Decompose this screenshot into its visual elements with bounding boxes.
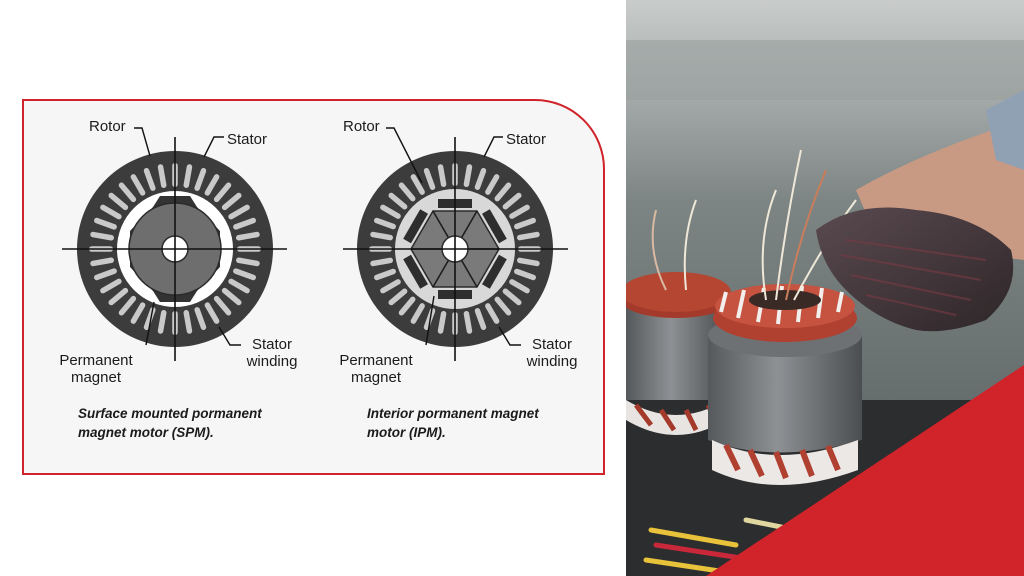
stator-slot bbox=[213, 295, 232, 316]
stator-slot bbox=[100, 204, 122, 220]
stator-slot bbox=[204, 174, 220, 196]
stator-slot bbox=[485, 303, 500, 324]
spm-caption: Surface mounted pormanent magnet motor (… bbox=[78, 406, 262, 440]
stator-slot bbox=[437, 164, 447, 187]
stator-slot bbox=[370, 231, 393, 241]
stator-slot bbox=[194, 168, 207, 191]
stator-slot bbox=[423, 308, 436, 330]
stator-slot bbox=[388, 192, 408, 210]
ipm-stator-label: Stator bbox=[506, 131, 547, 148]
photo-back-shelf bbox=[626, 40, 1024, 100]
stator-slot bbox=[514, 217, 536, 230]
stator-slot bbox=[194, 307, 207, 330]
stator-slot bbox=[474, 308, 487, 330]
spm-leader-rotor bbox=[134, 127, 151, 157]
stator-slot bbox=[485, 174, 500, 195]
stator-slot bbox=[494, 296, 512, 316]
stator-slot bbox=[183, 164, 193, 188]
stator-slot bbox=[130, 302, 146, 324]
ipm-caption: Interior pormanent magnet motor (IPM). bbox=[367, 406, 539, 440]
spm-stator-winding-label: Stator winding bbox=[246, 336, 298, 370]
stator-slot bbox=[509, 279, 530, 294]
motor-diagrams bbox=[62, 127, 568, 361]
stator-slot bbox=[517, 257, 540, 267]
spm-leader-stator bbox=[203, 136, 224, 158]
spm-rotor-label: Rotor bbox=[89, 118, 126, 135]
ipm-permanent-magnet-label: Permanent magnet bbox=[339, 352, 413, 386]
stator-slot bbox=[463, 311, 473, 334]
stator-slot bbox=[370, 257, 393, 267]
stator-slot bbox=[502, 288, 522, 306]
glove-knit-texture bbox=[840, 239, 987, 316]
stator-slot bbox=[183, 310, 193, 334]
ipm-leader-rotor bbox=[386, 127, 423, 184]
stator-slot bbox=[502, 192, 522, 210]
ipm-motor bbox=[343, 127, 568, 361]
stator-slot bbox=[221, 287, 242, 306]
stator-slot bbox=[517, 231, 540, 241]
gloved-hand bbox=[816, 207, 1014, 332]
stator-slot bbox=[398, 296, 416, 316]
ipm-leader-winding bbox=[498, 326, 521, 346]
stator-slot bbox=[94, 217, 117, 230]
stator-slot bbox=[233, 217, 256, 230]
stator-slot bbox=[118, 182, 137, 203]
stator-winding-photo bbox=[626, 0, 1024, 576]
stator-slot bbox=[514, 268, 536, 281]
stator-slot bbox=[130, 174, 146, 196]
front-stator bbox=[708, 284, 862, 485]
stator-slot bbox=[374, 268, 396, 281]
stator-slot bbox=[100, 278, 122, 294]
spm-leader-winding bbox=[218, 326, 241, 346]
stator-slot bbox=[374, 217, 396, 230]
stator-slot bbox=[228, 204, 250, 220]
ipm-stator-slots bbox=[369, 163, 541, 335]
red-accent-corner bbox=[706, 365, 1024, 576]
stator-slot bbox=[236, 231, 260, 241]
stator-slot bbox=[90, 257, 114, 267]
stator-slot bbox=[423, 168, 436, 190]
stator-slot bbox=[437, 311, 447, 334]
stator-slot bbox=[213, 182, 232, 203]
stator-slot bbox=[509, 204, 530, 219]
ipm-stator-winding-label: Stator winding bbox=[526, 336, 578, 370]
stator-slot bbox=[94, 268, 117, 281]
stator-slot bbox=[494, 182, 512, 202]
stator-slot bbox=[398, 182, 416, 202]
spm-stator-slots bbox=[89, 163, 261, 335]
spm-leader-magnet bbox=[145, 301, 155, 346]
stator-slot bbox=[463, 164, 473, 187]
lead-wires bbox=[651, 149, 857, 301]
stator-slot bbox=[157, 310, 167, 334]
stator-slot bbox=[143, 168, 156, 191]
stator-slot bbox=[108, 192, 129, 211]
stator-slot bbox=[236, 257, 260, 267]
stator-slot bbox=[228, 278, 250, 294]
spm-motor bbox=[62, 127, 287, 361]
stator-slot bbox=[410, 174, 425, 195]
spm-permanent-magnet-label: Permanent magnet bbox=[59, 352, 133, 386]
diagram-panel: Rotor Stator Permanent magnet Stator win… bbox=[22, 99, 605, 475]
stator-slot bbox=[388, 288, 408, 306]
stator-slot bbox=[380, 204, 401, 219]
ipm-leader-stator bbox=[483, 136, 503, 158]
stator-slot bbox=[474, 168, 487, 190]
stator-slot bbox=[90, 231, 114, 241]
stator-slot bbox=[233, 268, 256, 281]
sleeve bbox=[986, 90, 1024, 170]
stator-slot bbox=[380, 279, 401, 294]
stator-slot bbox=[108, 287, 129, 306]
stator-slot bbox=[410, 303, 425, 324]
stator-slot bbox=[204, 302, 220, 324]
spm-stator-label: Stator bbox=[227, 131, 268, 148]
ipm-leader-magnet bbox=[425, 295, 435, 346]
stator-slot bbox=[157, 164, 167, 188]
photo-illustration bbox=[626, 0, 1024, 576]
stator-slot bbox=[118, 295, 137, 316]
stator-slot bbox=[221, 192, 242, 211]
ipm-rotor-label: Rotor bbox=[343, 118, 380, 135]
